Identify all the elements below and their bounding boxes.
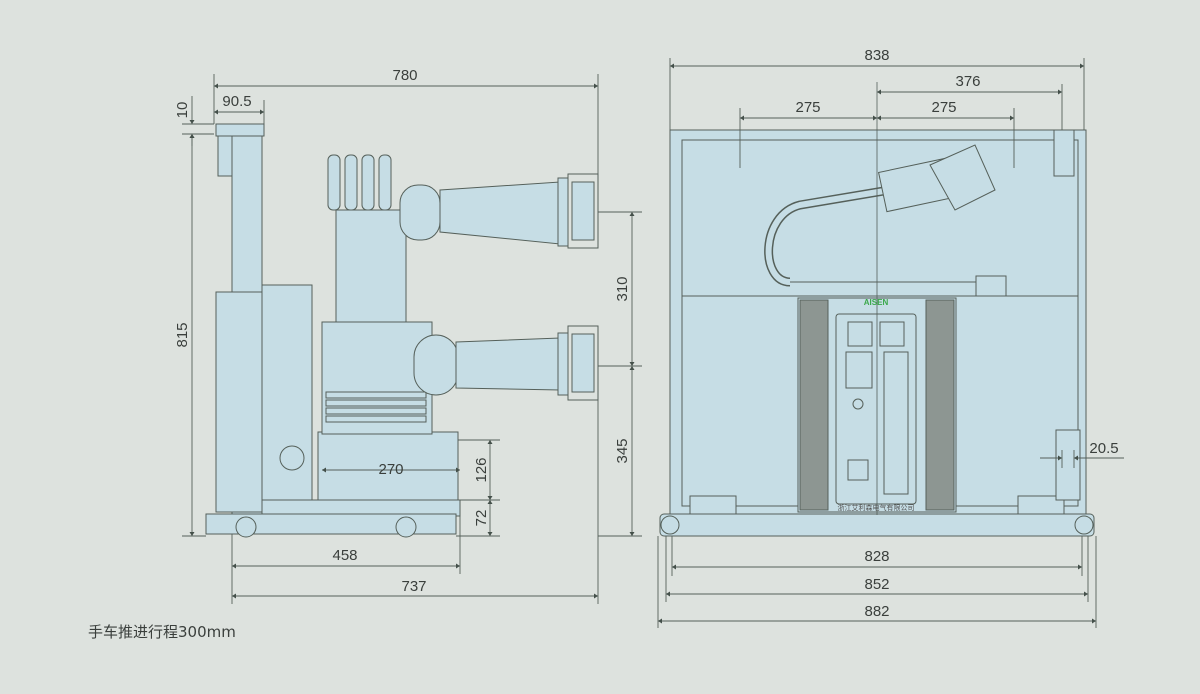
dim-882: 882: [864, 603, 889, 620]
side-bellows: [325, 391, 427, 423]
front-view: [659, 129, 1095, 537]
side-pole-upper: [335, 209, 407, 331]
side-view-dimensions: [182, 74, 642, 604]
side-bolt-hole: [279, 445, 305, 471]
dim-828: 828: [864, 548, 889, 565]
dim-20-5: 20.5: [1089, 440, 1118, 457]
dim-126: 126: [473, 457, 490, 482]
side-top-bracket: [215, 123, 265, 137]
front-right-top-clip: [1053, 129, 1075, 177]
front-right-wheel: [1074, 515, 1094, 535]
front-right-foot: [1017, 495, 1065, 515]
front-upper-panel: [681, 139, 1079, 297]
front-view-dimensions: [657, 58, 1124, 628]
dim-275-left: 275: [795, 99, 820, 116]
dim-310: 310: [614, 276, 631, 301]
front-left-wheel: [660, 515, 680, 535]
front-handle-inner: [765, 187, 891, 285]
front-view-dim-labels: 838 376 275 275 20.5 828 852 882: [795, 47, 1118, 620]
dim-376: 376: [955, 73, 980, 90]
side-upper-arm: [399, 173, 599, 249]
side-pole-lower: [321, 321, 433, 435]
side-view: [205, 123, 599, 538]
side-lower-arm: [413, 325, 599, 401]
front-charge-indicator: [852, 398, 864, 410]
front-open-button: [879, 321, 905, 347]
front-counter-window: [845, 351, 873, 389]
dim-458: 458: [332, 547, 357, 564]
side-front-wheel: [395, 516, 417, 538]
dim-815: 815: [174, 322, 191, 347]
dim-737: 737: [401, 578, 426, 595]
front-right-heatsink: [925, 299, 955, 511]
dim-72: 72: [473, 510, 490, 527]
side-view-dim-labels: 780 90.5 10 815 458 737 270 126 72 310 3…: [174, 67, 631, 595]
dim-345: 345: [614, 438, 631, 463]
side-mechanism-box: [261, 284, 313, 506]
aisen-logo: AISEN: [864, 298, 889, 307]
maker-label: 浙江艾利森电气有限公司: [838, 503, 915, 512]
front-left-heatsink: [799, 299, 829, 511]
front-close-button: [847, 321, 873, 347]
side-rear-wheel: [235, 516, 257, 538]
travel-note: 手车推进行程300mm: [88, 623, 236, 641]
dim-852: 852: [864, 576, 889, 593]
front-base-frame: [659, 513, 1095, 537]
front-status-label: [847, 459, 869, 481]
front-right-latch: [1055, 429, 1081, 501]
dim-10: 10: [174, 102, 191, 119]
dim-90-5: 90.5: [222, 93, 251, 110]
front-left-foot: [689, 495, 737, 515]
side-top-clamp: [217, 135, 233, 177]
front-handle-bracket: [975, 275, 1007, 297]
front-indicator-strip: [883, 351, 909, 495]
side-trolley: [205, 513, 457, 535]
dim-270: 270: [378, 461, 403, 478]
side-top-fins: [327, 154, 392, 211]
dim-275-right: 275: [931, 99, 956, 116]
dim-780: 780: [392, 67, 417, 84]
front-handle-head: [929, 144, 996, 211]
dim-838: 838: [864, 47, 889, 64]
